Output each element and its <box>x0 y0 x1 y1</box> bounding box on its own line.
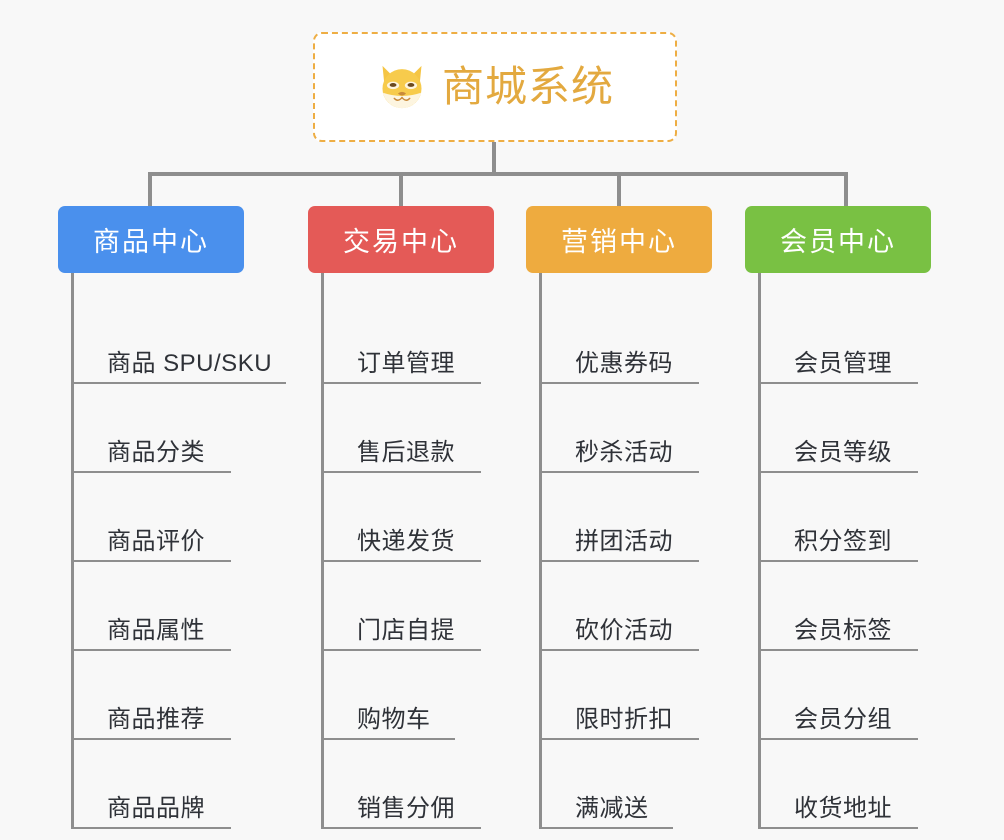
leaf-item[interactable]: 收货地址 <box>758 740 918 829</box>
column-trade-center: 交易中心 订单管理 售后退款 快递发货 门店自提 购物车 销售分佣 <box>308 206 494 829</box>
leaf-label: 商品评价 <box>107 527 205 555</box>
column-member-center: 会员中心 会员管理 会员等级 积分签到 会员标签 会员分组 收货地址 <box>745 206 931 829</box>
leaf-item[interactable]: 秒杀活动 <box>539 384 699 473</box>
leaf-label: 优惠券码 <box>575 349 673 377</box>
leaf-label: 售后退款 <box>357 438 455 466</box>
connector-trunk <box>539 273 542 829</box>
leaf-label: 销售分佣 <box>357 794 455 822</box>
connector-trunk <box>71 273 74 829</box>
leaf-label: 收货地址 <box>794 794 892 822</box>
column-header-trade-center[interactable]: 交易中心 <box>308 206 494 273</box>
leaf-label: 满减送 <box>575 794 649 822</box>
connector-root-stem <box>492 142 496 175</box>
leaf-label: 拼团活动 <box>575 527 673 555</box>
connector-drop-3 <box>617 172 621 206</box>
leaf-item[interactable]: 会员管理 <box>758 295 918 384</box>
leaf-item[interactable]: 商品分类 <box>71 384 231 473</box>
connector-trunk <box>321 273 324 829</box>
shiba-dog-icon <box>382 65 422 109</box>
connector-trunk <box>758 273 761 829</box>
leaf-list-product-center: 商品 SPU/SKU 商品分类 商品评价 商品属性 商品推荐 商品品牌 <box>71 273 286 829</box>
leaf-label: 商品属性 <box>107 616 205 644</box>
column-header-product-center[interactable]: 商品中心 <box>58 206 244 273</box>
leaf-label: 商品分类 <box>107 438 205 466</box>
column-product-center: 商品中心 商品 SPU/SKU 商品分类 商品评价 商品属性 商品推荐 商品品牌 <box>58 206 286 829</box>
leaf-label: 商品品牌 <box>107 794 205 822</box>
leaf-item[interactable]: 商品 SPU/SKU <box>71 295 286 384</box>
leaf-item[interactable]: 商品品牌 <box>71 740 231 829</box>
leaf-item[interactable]: 售后退款 <box>321 384 481 473</box>
leaf-label: 秒杀活动 <box>575 438 673 466</box>
leaf-label: 会员管理 <box>794 349 892 377</box>
leaf-item[interactable]: 门店自提 <box>321 562 481 651</box>
leaf-item[interactable]: 优惠券码 <box>539 295 699 384</box>
leaf-item[interactable]: 限时折扣 <box>539 651 699 740</box>
leaf-label: 门店自提 <box>357 616 455 644</box>
root-node[interactable]: 商城系统 <box>313 32 677 142</box>
leaf-item[interactable]: 会员等级 <box>758 384 918 473</box>
leaf-label: 积分签到 <box>794 527 892 555</box>
root-title: 商城系统 <box>441 63 614 110</box>
column-title: 会员中心 <box>780 227 896 257</box>
column-marketing-center: 营销中心 优惠券码 秒杀活动 拼团活动 砍价活动 限时折扣 满减送 <box>526 206 712 829</box>
leaf-item[interactable]: 会员分组 <box>758 651 918 740</box>
leaf-list-trade-center: 订单管理 售后退款 快递发货 门店自提 购物车 销售分佣 <box>321 273 494 829</box>
connector-drop-4 <box>844 172 848 206</box>
leaf-label: 购物车 <box>357 705 431 733</box>
column-header-marketing-center[interactable]: 营销中心 <box>526 206 712 273</box>
leaf-item[interactable]: 商品属性 <box>71 562 231 651</box>
leaf-list-member-center: 会员管理 会员等级 积分签到 会员标签 会员分组 收货地址 <box>758 273 931 829</box>
leaf-item[interactable]: 满减送 <box>539 740 673 829</box>
column-title: 交易中心 <box>343 227 459 257</box>
connector-horizontal-bus <box>148 172 848 176</box>
leaf-item[interactable]: 快递发货 <box>321 473 481 562</box>
leaf-label: 快递发货 <box>357 527 455 555</box>
leaf-item[interactable]: 积分签到 <box>758 473 918 562</box>
leaf-label: 订单管理 <box>357 349 455 377</box>
leaf-label: 会员分组 <box>794 705 892 733</box>
leaf-label: 商品推荐 <box>107 705 205 733</box>
column-header-member-center[interactable]: 会员中心 <box>745 206 931 273</box>
leaf-item[interactable]: 销售分佣 <box>321 740 481 829</box>
leaf-list-marketing-center: 优惠券码 秒杀活动 拼团活动 砍价活动 限时折扣 满减送 <box>539 273 712 829</box>
leaf-item[interactable]: 会员标签 <box>758 562 918 651</box>
leaf-item[interactable]: 商品推荐 <box>71 651 231 740</box>
connector-drop-1 <box>148 172 152 206</box>
leaf-label: 会员标签 <box>794 616 892 644</box>
column-title: 商品中心 <box>93 227 209 257</box>
leaf-item[interactable]: 商品评价 <box>71 473 231 562</box>
leaf-item[interactable]: 拼团活动 <box>539 473 699 562</box>
leaf-label: 会员等级 <box>794 438 892 466</box>
leaf-label: 商品 SPU/SKU <box>107 349 273 377</box>
leaf-item[interactable]: 订单管理 <box>321 295 481 384</box>
leaf-label: 限时折扣 <box>575 705 673 733</box>
connector-drop-2 <box>399 172 403 206</box>
leaf-item[interactable]: 砍价活动 <box>539 562 699 651</box>
leaf-label: 砍价活动 <box>575 616 673 644</box>
leaf-item[interactable]: 购物车 <box>321 651 455 740</box>
column-title: 营销中心 <box>561 227 677 257</box>
